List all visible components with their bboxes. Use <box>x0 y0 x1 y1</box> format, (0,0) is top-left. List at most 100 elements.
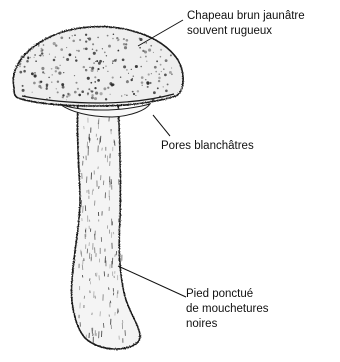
cap-speckle <box>116 37 118 39</box>
cap-speckle <box>74 75 75 76</box>
cap-speckle <box>112 77 114 79</box>
cap-speckle <box>23 70 26 73</box>
cap-speckle <box>94 76 96 78</box>
cap-speckle <box>42 49 44 51</box>
cap-speckle <box>22 85 24 87</box>
cap-speckle <box>76 50 78 52</box>
cap-speckle <box>95 61 96 62</box>
cap-speckle <box>55 56 56 57</box>
cap-speckle <box>40 81 42 83</box>
cap-speckle <box>83 48 85 50</box>
cap-speckle <box>55 70 57 72</box>
cap-speckle <box>142 85 143 86</box>
cap-speckle <box>163 68 165 70</box>
cap-speckle <box>19 65 21 67</box>
cap-speckle <box>154 66 157 69</box>
cap-speckle <box>145 56 147 58</box>
cap-speckle <box>100 92 103 95</box>
stem-label-line1: Pied ponctué <box>186 287 268 302</box>
cap-speckle <box>146 61 147 62</box>
stem-speckle <box>100 136 101 143</box>
cap-speckle <box>27 56 29 58</box>
mushroom-stem <box>72 100 141 349</box>
cap-speckle <box>26 60 29 63</box>
cap-speckle <box>74 34 76 36</box>
cap-speckle <box>110 94 111 95</box>
cap-speckle <box>62 96 64 98</box>
cap-speckle <box>91 96 94 99</box>
cap-speckle <box>171 73 173 75</box>
cap-speckle <box>97 70 98 71</box>
cap-speckle <box>104 52 106 54</box>
cap-speckle <box>63 56 65 58</box>
cap-speckle <box>149 82 151 84</box>
cap-speckle <box>78 50 80 52</box>
cap-speckle <box>155 71 157 73</box>
cap-speckle <box>57 91 59 93</box>
cap-speckle <box>48 77 50 79</box>
cap-speckle <box>66 58 69 61</box>
cap-speckle <box>31 48 32 49</box>
cap-speckle <box>153 91 156 94</box>
cap-speckle <box>157 87 159 89</box>
cap-label-line2: souvent rugueux <box>187 24 305 39</box>
cap-speckle <box>66 99 67 100</box>
cap-speckle <box>88 37 91 40</box>
cap-speckle <box>19 71 22 74</box>
cap-speckle <box>135 95 136 96</box>
pores-label: Pores blanchâtres <box>161 139 254 154</box>
cap-speckle <box>62 86 65 89</box>
mushroom-cap <box>13 27 183 106</box>
cap-speckle <box>61 83 64 86</box>
cap-speckle <box>153 52 154 53</box>
cap-speckle <box>133 93 135 95</box>
cap-speckle <box>41 52 43 54</box>
cap-speckle <box>94 97 97 100</box>
stem-speckle <box>109 287 110 290</box>
cap-speckle <box>117 40 118 41</box>
cap-speckle <box>132 78 133 79</box>
cap-speckle <box>97 37 99 39</box>
stem-speckle <box>90 278 91 281</box>
stem-speckle <box>95 296 96 299</box>
cap-speckle <box>160 49 162 51</box>
cap-speckle <box>152 98 155 101</box>
cap-speckle <box>139 47 141 49</box>
cap-speckle <box>49 97 51 99</box>
cap-speckle <box>87 94 88 95</box>
cap-speckle <box>34 72 36 74</box>
cap-speckle <box>107 87 109 89</box>
cap-speckle <box>126 39 129 42</box>
cap-speckle <box>53 42 56 45</box>
cap-speckle <box>46 88 48 90</box>
cap-speckle <box>170 54 172 56</box>
cap-speckle <box>58 72 61 75</box>
cap-speckle <box>159 73 160 74</box>
stem-speckle <box>82 265 83 270</box>
cap-speckle <box>51 68 53 70</box>
cap-speckle <box>51 81 52 82</box>
cap-speckle <box>140 56 142 58</box>
cap-speckle <box>21 55 24 58</box>
cap-speckle <box>112 63 113 64</box>
cap-speckle <box>137 90 139 92</box>
cap-speckle <box>141 76 144 79</box>
stem-speckle <box>110 301 111 304</box>
cap-speckle <box>35 60 37 62</box>
stem-speckle <box>118 226 119 231</box>
cap-speckle <box>97 79 100 82</box>
cap-speckle <box>41 67 44 70</box>
cap-speckle <box>69 37 70 38</box>
cap-speckle <box>63 72 64 73</box>
cap-speckle <box>167 83 169 85</box>
cap-speckle <box>158 80 160 82</box>
cap-speckle <box>83 66 85 68</box>
cap-speckle <box>94 87 96 89</box>
cap-label-line1: Chapeau brun jaunâtre <box>187 9 305 24</box>
cap-speckle <box>31 72 34 75</box>
cap-speckle <box>32 92 33 93</box>
stem-speckle <box>118 309 119 313</box>
cap-speckle <box>158 77 161 80</box>
cap-speckle <box>103 67 104 68</box>
